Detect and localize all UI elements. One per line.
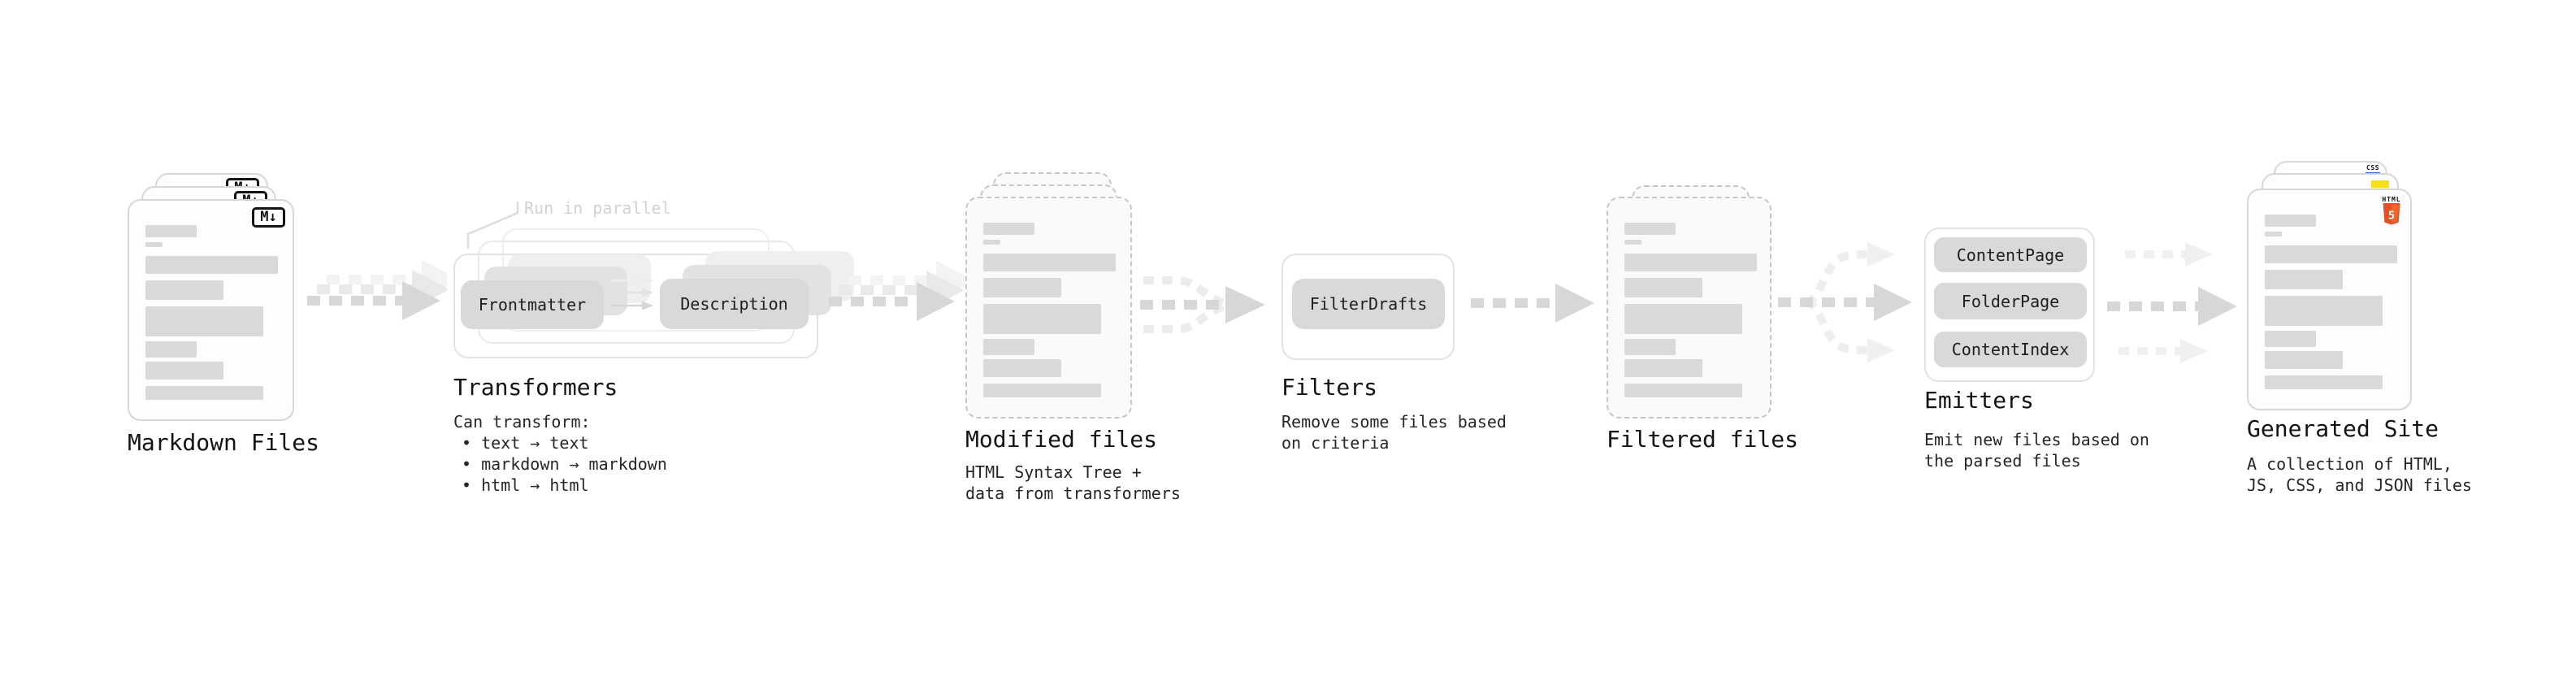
arrow-markdown-to-transformers bbox=[307, 260, 447, 320]
text-line-placeholder bbox=[983, 304, 1101, 334]
text-line-placeholder bbox=[983, 254, 1116, 271]
stage-title: Modified files bbox=[965, 426, 1158, 453]
text-line-placeholder bbox=[2265, 245, 2397, 263]
text-line-placeholder bbox=[1624, 384, 1742, 397]
desc-line: Remove some files based bbox=[1281, 412, 1507, 432]
desc-line: Can transform: bbox=[453, 412, 591, 432]
text-line-placeholder bbox=[1624, 359, 1702, 377]
text-line-placeholder bbox=[145, 225, 197, 237]
arrow-filtered-to-emitters bbox=[1778, 242, 1912, 362]
text-line-placeholder bbox=[2265, 296, 2383, 326]
text-line-placeholder bbox=[145, 256, 278, 274]
text-line-placeholder bbox=[1624, 254, 1757, 271]
desc-line: A collection of HTML, bbox=[2247, 454, 2452, 474]
text-line-placeholder bbox=[2265, 215, 2316, 227]
arrow-transformers-to-modified bbox=[829, 261, 969, 321]
arrow-frontmatter-to-description bbox=[611, 275, 653, 310]
pill-contentpage: ContentPage bbox=[1934, 237, 2087, 272]
pill-folderpage: FolderPage bbox=[1934, 283, 2087, 319]
stage-description: A collection of HTML, JS, CSS, and JSON … bbox=[2247, 453, 2472, 496]
svg-text:5: 5 bbox=[2388, 210, 2395, 223]
stage-description: Emit new files based on the parsed files bbox=[1924, 429, 2149, 471]
filtered-file-card bbox=[1607, 197, 1772, 419]
text-line-placeholder bbox=[145, 242, 163, 247]
markdown-icon: M↓ bbox=[252, 207, 285, 228]
desc-line: the parsed files bbox=[1924, 451, 2081, 471]
text-line-placeholder bbox=[145, 341, 197, 358]
text-line-placeholder bbox=[2265, 351, 2343, 369]
text-line-placeholder bbox=[2265, 270, 2343, 289]
text-line-placeholder bbox=[983, 223, 1034, 235]
text-line-placeholder bbox=[1624, 278, 1702, 297]
text-line-placeholder bbox=[983, 278, 1061, 297]
pill-frontmatter: Frontmatter bbox=[461, 280, 604, 329]
html5-icon: HTML 5 bbox=[2381, 196, 2402, 228]
desc-line: JS, CSS, and JSON files bbox=[2247, 475, 2472, 495]
css-icon-label: CSS bbox=[2366, 164, 2379, 171]
filters-box bbox=[1281, 254, 1455, 360]
stage-title: Markdown Files bbox=[128, 429, 320, 456]
js-icon bbox=[2371, 180, 2389, 188]
text-line-placeholder bbox=[1624, 339, 1676, 355]
desc-line: data from transformers bbox=[965, 484, 1181, 503]
stage-title: Transformers bbox=[453, 374, 618, 401]
pill-filterdrafts: FilterDrafts bbox=[1292, 279, 1445, 329]
stage-description: Remove some files based on criteria bbox=[1281, 411, 1507, 453]
modified-file-card bbox=[965, 197, 1132, 419]
desc-line: on criteria bbox=[1281, 433, 1390, 453]
text-line-placeholder bbox=[2265, 232, 2282, 236]
text-line-placeholder bbox=[983, 359, 1061, 377]
pill-contentindex: ContentIndex bbox=[1934, 332, 2087, 367]
pill-description: Description bbox=[660, 279, 809, 329]
stage-title: Emitters bbox=[1924, 387, 2034, 414]
stage-title: Generated Site bbox=[2247, 415, 2439, 442]
stage-description: Can transform: • text → text • markdown … bbox=[453, 411, 667, 496]
text-line-placeholder bbox=[983, 339, 1034, 355]
emitters-box bbox=[1924, 228, 2095, 382]
markdown-file-card: M↓ bbox=[128, 199, 294, 421]
text-line-placeholder bbox=[1624, 240, 1641, 245]
text-line-placeholder bbox=[1624, 304, 1742, 334]
arrow-modified-to-filters bbox=[1140, 276, 1265, 333]
html-file-card: HTML 5 bbox=[2247, 189, 2412, 410]
text-line-placeholder bbox=[2265, 375, 2383, 389]
desc-line: HTML Syntax Tree + bbox=[965, 462, 1142, 482]
text-line-placeholder bbox=[2265, 331, 2316, 347]
text-line-placeholder bbox=[145, 280, 223, 300]
callout-leader-line bbox=[466, 202, 519, 249]
stage-title: Filters bbox=[1281, 374, 1378, 401]
text-line-placeholder bbox=[145, 362, 223, 380]
html5-shield: 5 bbox=[2383, 203, 2400, 225]
html5-icon-label: HTML bbox=[2382, 196, 2401, 203]
text-line-placeholder bbox=[983, 240, 1000, 245]
text-line-placeholder bbox=[145, 306, 263, 336]
arrow-emitters-to-generated bbox=[2107, 242, 2237, 363]
text-line-placeholder bbox=[145, 386, 263, 400]
stage-description: HTML Syntax Tree + data from transformer… bbox=[965, 462, 1181, 504]
run-in-parallel-label: Run in parallel bbox=[524, 198, 671, 218]
text-line-placeholder bbox=[983, 384, 1101, 397]
desc-line: Emit new files based on bbox=[1924, 430, 2149, 449]
arrow-filters-to-filtered bbox=[1471, 284, 1594, 323]
stage-title: Filtered files bbox=[1607, 426, 1799, 453]
text-line-placeholder bbox=[1624, 223, 1676, 235]
desc-line: • text → text bbox=[462, 433, 589, 453]
desc-line: • html → html bbox=[462, 475, 589, 495]
desc-line: • markdown → markdown bbox=[462, 454, 667, 474]
